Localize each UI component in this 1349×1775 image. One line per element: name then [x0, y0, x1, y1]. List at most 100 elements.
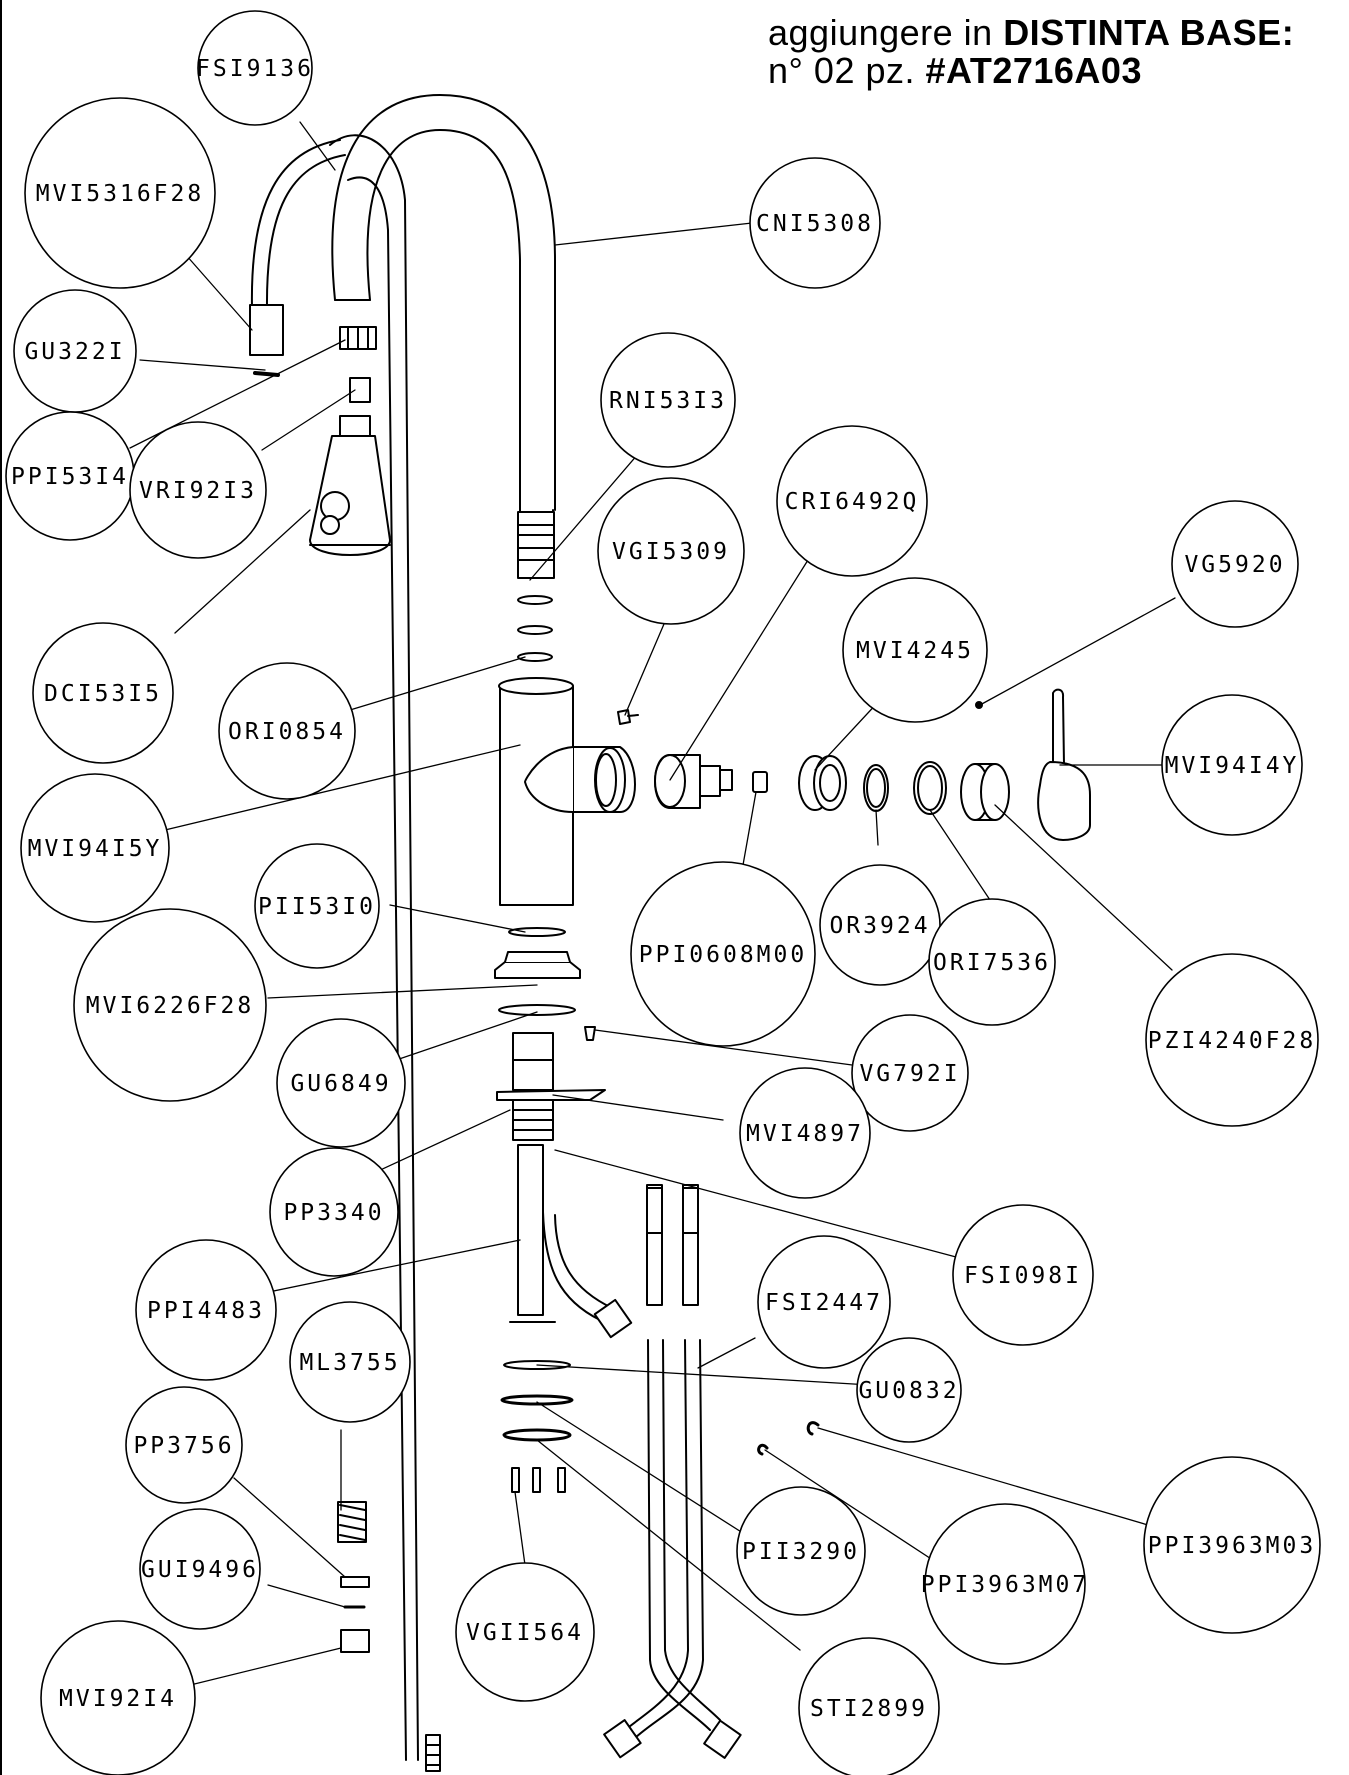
callout-label: VG792I: [859, 1061, 960, 1087]
callout-circle: [757, 1235, 891, 1369]
fixing-assembly: [496, 1032, 606, 1141]
callout-dc15315: DCI53I5: [32, 622, 174, 764]
callout-label: MVI92I4: [59, 1686, 177, 1712]
connector-mv19214: [340, 1629, 370, 1653]
flexible-supply-hoses: [603, 1184, 742, 1759]
callout-label: GU6849: [290, 1071, 391, 1097]
callout-fs19136: FSI9136: [196, 10, 313, 126]
screw-vg7921: [584, 1026, 596, 1041]
callout-label: GU0832: [858, 1378, 959, 1404]
callout-or17536: ORI7536: [928, 898, 1056, 1026]
callout-circle: [289, 1301, 411, 1423]
screws-vg11564: [511, 1467, 566, 1493]
callout-circle: [776, 425, 928, 577]
callout-circle: [24, 97, 216, 289]
supply-pipes: [509, 1144, 633, 1339]
screw-vg15309: [617, 709, 639, 725]
callout-circle: [218, 662, 356, 800]
escutcheon: [494, 951, 581, 979]
callout-label: PP3340: [283, 1200, 384, 1226]
pp10608m00-part: [752, 771, 768, 793]
gasket-gu3221: [253, 371, 280, 377]
note-line-1: aggiungere in DISTINTA BASE:: [768, 14, 1343, 52]
callout-pp3756: PP3756: [125, 1386, 243, 1504]
callout-pp3340: PP3340: [269, 1147, 399, 1277]
callout-label: MVI6226F28: [86, 993, 254, 1019]
callout-circle: [276, 1018, 406, 1148]
callout-label: MVI4245: [856, 638, 974, 664]
callout-ml3755: ML3755: [289, 1301, 411, 1423]
callout-pi13290: PII3290: [736, 1486, 866, 1616]
callout-circle: [129, 421, 267, 559]
note-distinta-base: DISTINTA BASE:: [1003, 12, 1295, 53]
callout-cr16492q: CRI6492Q: [776, 425, 928, 577]
callout-mv14897: MVI4897: [739, 1067, 871, 1199]
lever-handle: [1037, 688, 1091, 841]
callout-circle: [856, 1337, 962, 1443]
callout-mv19415y: MVI94I5Y: [20, 773, 170, 923]
pp3756-part: [340, 1576, 370, 1588]
note-part-code: #AT2716A03: [925, 50, 1142, 91]
callout-label: MVI94I4Y: [1165, 753, 1300, 779]
o-rings-or10854: [517, 595, 553, 662]
callout-pp14483: PPI4483: [135, 1239, 277, 1381]
callout-gu3221: GU322I: [13, 289, 137, 413]
callout-circle: [125, 1386, 243, 1504]
callout-circle: [197, 10, 313, 126]
callout-mv16226f28: MVI6226F28: [73, 908, 267, 1102]
tap-body: [498, 677, 636, 906]
callout-label: PPI53I4: [11, 464, 129, 490]
callout-circle: [928, 898, 1056, 1026]
callout-label: ORI7536: [933, 950, 1051, 976]
callout-label: PP3756: [133, 1433, 234, 1459]
o-ring-or17536: [913, 761, 947, 815]
callout-vg5920: VG5920: [1171, 500, 1299, 628]
clip-pp13963m07: [757, 1443, 769, 1456]
callout-pp13963m03: PPI3963M03: [1143, 1456, 1321, 1634]
callout-vg7921: VG792I: [851, 1014, 969, 1132]
callout-circle: [749, 157, 881, 289]
spray-head: [309, 415, 391, 556]
callout-label: ORI0854: [228, 719, 346, 745]
callout-gu0832: GU0832: [856, 1337, 962, 1443]
callout-rn15313: RNI53I3: [600, 332, 736, 468]
callout-fs10981: FSI098I: [952, 1204, 1094, 1346]
callout-label: MVI5316F28: [36, 181, 204, 207]
callout-label: PII53I0: [258, 894, 376, 920]
callout-label: GUI9496: [141, 1557, 259, 1583]
grub-screw-vg5920: [975, 701, 983, 709]
callout-vg11564: VGII564: [455, 1562, 595, 1702]
callout-label: PPI0608M00: [639, 942, 807, 968]
gasket-gu6849: [498, 1004, 576, 1016]
callout-label: PII3290: [742, 1539, 860, 1565]
callout-circle: [952, 1204, 1094, 1346]
cartridge: [654, 754, 733, 809]
pull-out-hose: [329, 134, 441, 1772]
callout-cn15308: CNI5308: [749, 157, 881, 289]
callout-or10854: ORI0854: [218, 662, 356, 800]
bill-of-materials-note: aggiungere in DISTINTA BASE: n° 02 pz. #…: [768, 14, 1343, 90]
callout-circle: [1145, 953, 1319, 1127]
spring: [337, 1501, 367, 1543]
callout-label: PPI4483: [147, 1298, 265, 1324]
callout-label: VGII564: [466, 1620, 584, 1646]
callout-label: MVI94I5Y: [28, 836, 163, 862]
callout-label: PZI4240F28: [1148, 1028, 1316, 1054]
callout-gu19496: GUI9496: [139, 1508, 261, 1630]
callout-or3924: OR3924: [819, 864, 941, 986]
callout-circle: [1171, 500, 1299, 628]
callout-label: DCI53I5: [44, 681, 162, 707]
callout-label: PPI3963M07: [921, 1572, 1089, 1598]
callout-label: OR3924: [829, 913, 930, 939]
spout: [331, 94, 556, 579]
gasket-gu0832: [503, 1360, 571, 1370]
callout-circle: [20, 773, 170, 923]
callout-mv19414y: MVI94I4Y: [1161, 694, 1303, 836]
callout-pp15314: PPI53I4: [5, 411, 135, 541]
callout-label: VGI5309: [612, 539, 730, 565]
callout-label: ML3755: [299, 1350, 400, 1376]
callout-circle: [630, 861, 816, 1047]
callout-circle: [842, 577, 988, 723]
